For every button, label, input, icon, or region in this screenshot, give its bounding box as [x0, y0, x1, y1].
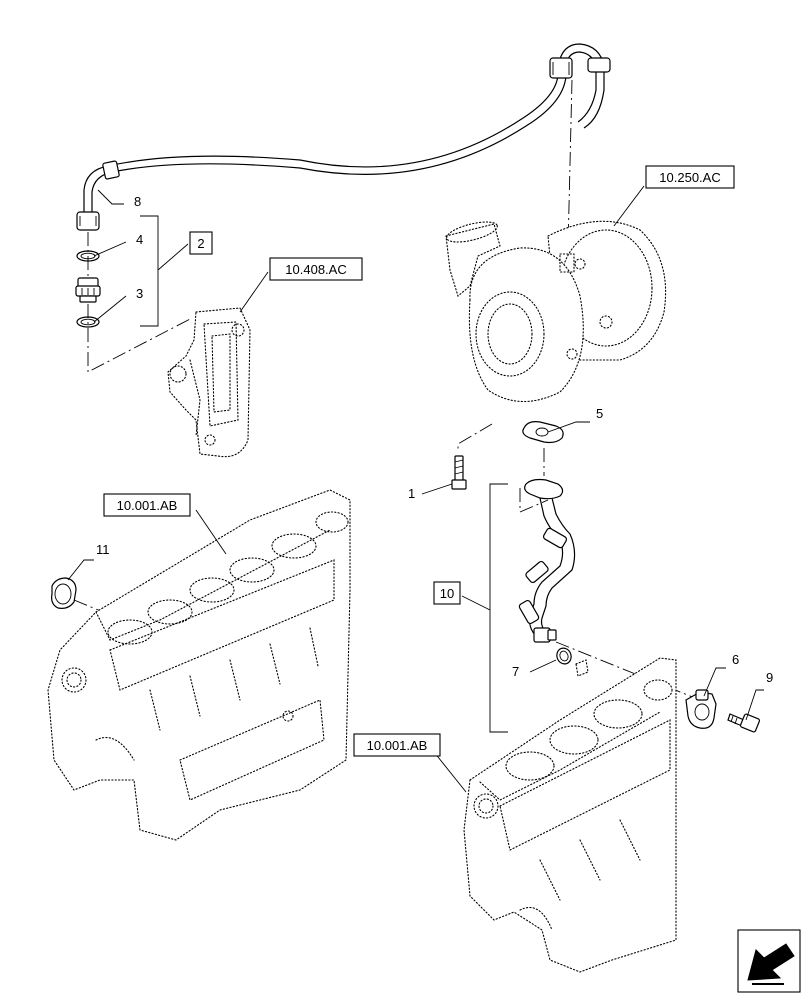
callout-8[interactable]: 8	[134, 194, 141, 209]
turbocharger	[445, 220, 667, 403]
clamp-6[interactable]	[685, 689, 717, 729]
engine-block-left	[47, 489, 351, 841]
adapter-fitting[interactable]	[75, 277, 101, 303]
bolt-1[interactable]	[451, 455, 467, 490]
ref-label-block-right: 10.001.AB	[367, 738, 428, 753]
ref-box-block-left[interactable]: 10.001.AB	[103, 493, 191, 517]
callout-6[interactable]: 6	[732, 652, 739, 667]
callout-9[interactable]: 9	[766, 670, 773, 685]
gasket-5[interactable]	[522, 421, 564, 444]
callout-box-2[interactable]: 2	[189, 231, 213, 255]
engine-block-right	[463, 657, 677, 973]
callout-10-label: 10	[440, 586, 454, 601]
ref-label-filter-head: 10.408.AC	[285, 262, 346, 277]
callout-box-10[interactable]: 10	[433, 581, 461, 605]
callout-11[interactable]: 11	[96, 542, 110, 557]
leader-lines	[67, 185, 764, 793]
callout-5[interactable]: 5	[596, 406, 603, 421]
ref-label-block-left: 10.001.AB	[117, 498, 178, 513]
callout-7[interactable]: 7	[512, 664, 519, 679]
ref-box-block-right[interactable]: 10.001.AB	[353, 733, 441, 757]
bolt-9[interactable]	[727, 713, 761, 733]
oil-filter-head	[167, 307, 251, 458]
o-ring-3[interactable]	[76, 316, 100, 328]
callout-2-label: 2	[197, 236, 204, 251]
ref-label-turbo: 10.250.AC	[659, 170, 720, 185]
oil-drain-pipe[interactable]	[518, 478, 576, 643]
ref-box-turbo[interactable]: 10.250.AC	[645, 165, 735, 189]
plug-11[interactable]	[51, 577, 77, 609]
sealing-washer-7[interactable]	[555, 646, 574, 666]
callout-3[interactable]: 3	[136, 286, 143, 301]
callout-4[interactable]: 4	[136, 232, 143, 247]
oil-supply-pipe[interactable]	[76, 43, 611, 231]
callout-1[interactable]: 1	[408, 486, 415, 501]
next-page-arrow-icon[interactable]	[737, 929, 801, 993]
ref-box-filter-head[interactable]: 10.408.AC	[269, 257, 363, 281]
